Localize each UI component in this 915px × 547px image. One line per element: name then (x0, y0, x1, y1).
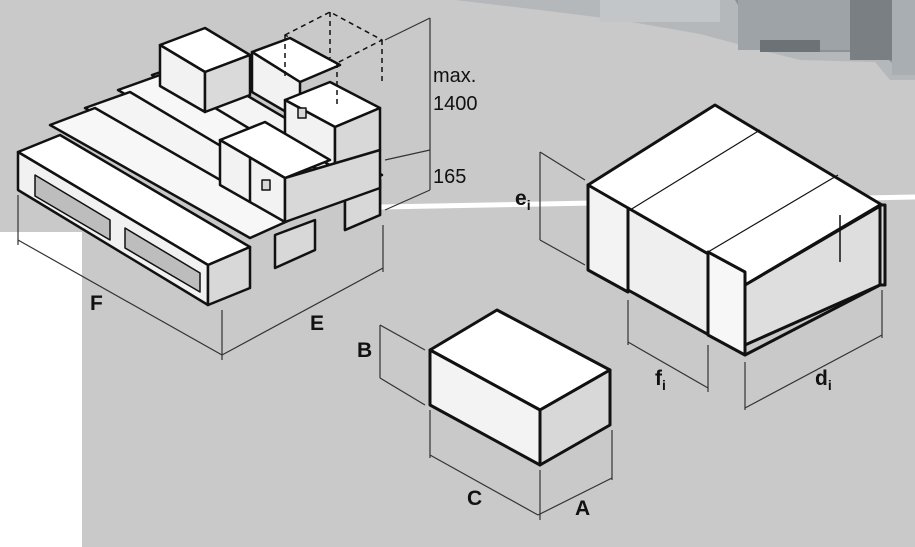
pallet-dimension-lines (17, 17, 431, 360)
box-length-label: C (467, 487, 482, 510)
pallet-length-label: F (90, 292, 103, 315)
tube-dimension-lines (539, 151, 883, 410)
inner-depth-label: di (815, 367, 832, 393)
box-width-label: A (575, 497, 590, 520)
box-height-label: B (357, 339, 372, 362)
height-prefix-label: max. (433, 65, 476, 87)
box-dimension-lines (379, 324, 613, 520)
pallet-width-label: E (310, 312, 324, 335)
closed-box-icon (428, 308, 612, 467)
machine-photo-fragment-icon (455, 0, 915, 80)
pallet-height-label: 165 (433, 166, 466, 188)
inner-flap-label: fi (655, 367, 666, 393)
pallet-with-boxes-icon (16, 11, 384, 307)
inner-height-label: ei (515, 187, 531, 213)
height-value-label: 1400 (433, 93, 478, 115)
open-tube-box-icon (586, 103, 887, 357)
